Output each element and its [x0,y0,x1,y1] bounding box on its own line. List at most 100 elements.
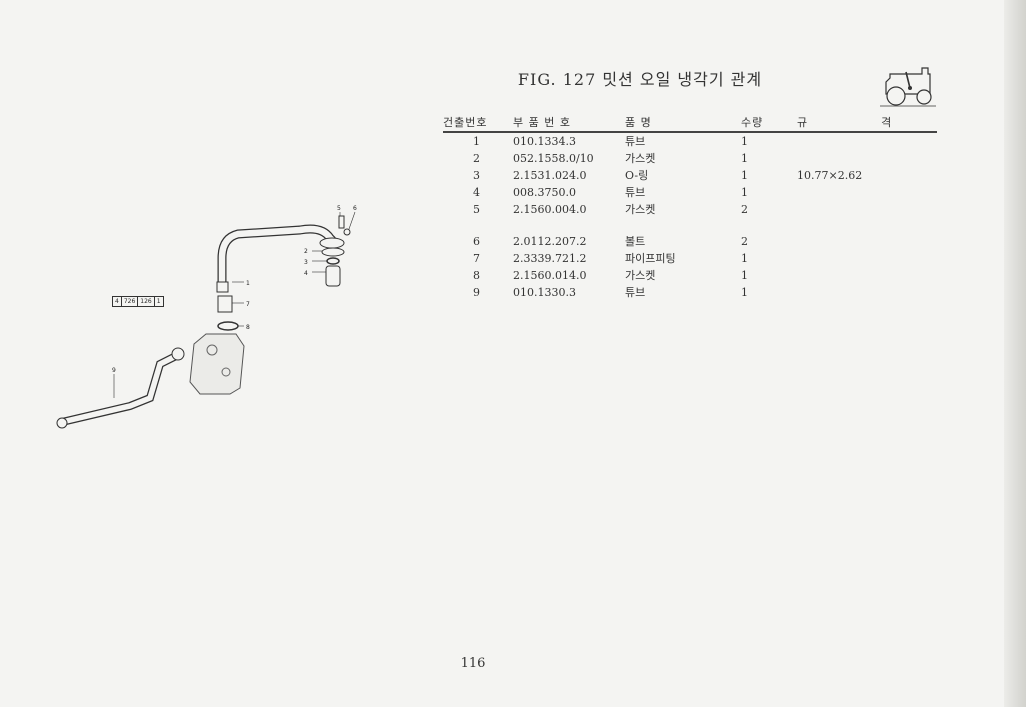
cell-spec [797,267,937,284]
cell-spec [797,132,937,150]
cell-ref: 3 [473,169,480,182]
exploded-parts-drawing: 1 2 3 4 5 6 7 8 9 [56,205,357,429]
table-row: 7 2.3339.721.2 파이프피팅 1 [443,250,937,267]
cell-name: 튜브 [625,186,646,199]
cell-part-no: 2.0112.207.2 [513,235,587,248]
cell-spec [797,201,937,218]
table-row: 4 008.3750.0 튜브 1 [443,184,937,201]
cell-part-no: 008.3750.0 [513,186,576,199]
cell-part-no: 2.1560.004.0 [513,203,587,216]
parts-table: 건출번호 부 품 번 호 품 명 수량 규 격 1 010.1334.3 튜브 … [443,112,937,301]
cell-part-no: 010.1334.3 [513,135,576,148]
cell-qty: 1 [741,252,748,265]
header-name: 품 명 [625,112,741,133]
callout-4: 4 [304,270,308,277]
page-title: FIG. 127 밋션 오일 냉각기 관계 [517,70,763,89]
short-tube-4 [325,265,341,287]
page-edge-shadow [1004,0,1026,707]
cell-qty: 1 [741,286,748,299]
cell-name: 튜브 [625,135,646,148]
cell-qty: 1 [741,169,748,182]
cell-part-no: 2.1531.024.0 [513,169,587,182]
cell-ref: 6 [473,235,480,248]
header-spec-b: 격 [881,116,893,129]
header-part-no: 부 품 번 호 [510,112,625,133]
cell-spec [797,150,937,167]
cell-part-no: 2.1560.014.0 [513,269,587,282]
gasket-8 [217,321,239,331]
tube-lower-inner [59,353,179,425]
table-spacer-row [443,218,937,233]
pipe-fitting-7 [217,295,233,313]
cell-name: 가스켓 [625,152,656,165]
tube-end-fitting [56,417,68,429]
header-spec: 규 격 [797,112,937,133]
cell-spec [797,250,937,267]
figure-ref-a: 4 [113,297,122,306]
callout-5: 5 [337,205,341,212]
table-row: 8 2.1560.014.0 가스켓 1 [443,267,937,284]
washer [343,228,351,236]
header-spec-a: 규 [797,116,809,129]
callout-9: 9 [112,367,116,374]
table-row: 5 2.1560.004.0 가스켓 2 [443,201,937,218]
cell-name: 볼트 [625,235,646,248]
header-ref: 건출번호 [443,112,510,133]
table-row: 9 010.1330.3 튜브 1 [443,284,937,301]
housing-boss [206,344,218,356]
flange [319,237,345,249]
cell-spec [797,233,937,250]
cell-ref: 4 [473,186,480,199]
table-row: 6 2.0112.207.2 볼트 2 [443,233,937,250]
figure-reference-box: 4 726 126 1 [112,296,164,307]
tube-elbow-fitting [171,347,185,361]
callout-8: 8 [246,324,250,331]
gasket-2 [321,247,345,257]
cell-name: 가스켓 [625,269,656,282]
table-row: 3 2.1531.024.0 O-링 1 10.77×2.62 [443,167,937,184]
callout-7: 7 [246,301,250,308]
callout-2: 2 [304,248,308,255]
cell-name: O-링 [625,169,649,182]
callout-6: 6 [353,205,357,212]
bolt [338,215,345,229]
cell-ref: 9 [473,286,480,299]
housing [189,333,245,395]
page-number: 116 [460,656,486,671]
cell-name: 가스켓 [625,203,656,216]
cell-part-no: 2.3339.721.2 [513,252,587,265]
cell-spec [797,284,937,301]
cell-qty: 1 [741,269,748,282]
cell-qty: 2 [741,203,748,216]
cell-ref: 8 [473,269,480,282]
figure-ref-d: 1 [156,298,161,305]
callout-1: 1 [246,280,250,287]
header-qty: 수량 [741,112,797,133]
figure-ref-c: 126 [138,297,155,306]
cell-ref: 5 [473,203,480,216]
tractor-icon [880,67,936,107]
cell-spec: 10.77×2.62 [797,169,863,182]
cell-part-no: 052.1558.0/10 [513,152,594,165]
cell-name: 파이프피팅 [625,252,676,265]
cell-ref: 7 [473,252,480,265]
cell-name: 튜브 [625,286,646,299]
table-row: 2 052.1558.0/10 가스켓 1 [443,150,937,167]
cell-qty: 1 [741,186,748,199]
leader-lines [113,211,356,398]
table-row: 1 010.1334.3 튜브 1 [443,132,937,150]
oring-3 [326,257,340,265]
cell-qty: 1 [741,152,748,165]
cell-ref: 1 [473,135,480,148]
cell-qty: 2 [741,235,748,248]
cell-part-no: 010.1330.3 [513,286,576,299]
figure-ref-b: 726 [122,297,139,306]
cell-ref: 2 [473,152,480,165]
tube-upper-inner [218,225,336,286]
nut [216,281,229,293]
table-header-row: 건출번호 부 품 번 호 품 명 수량 규 격 [443,112,937,133]
callout-3: 3 [304,259,308,266]
cell-qty: 1 [741,135,748,148]
cell-spec [797,184,937,201]
housing-boss [221,367,231,377]
